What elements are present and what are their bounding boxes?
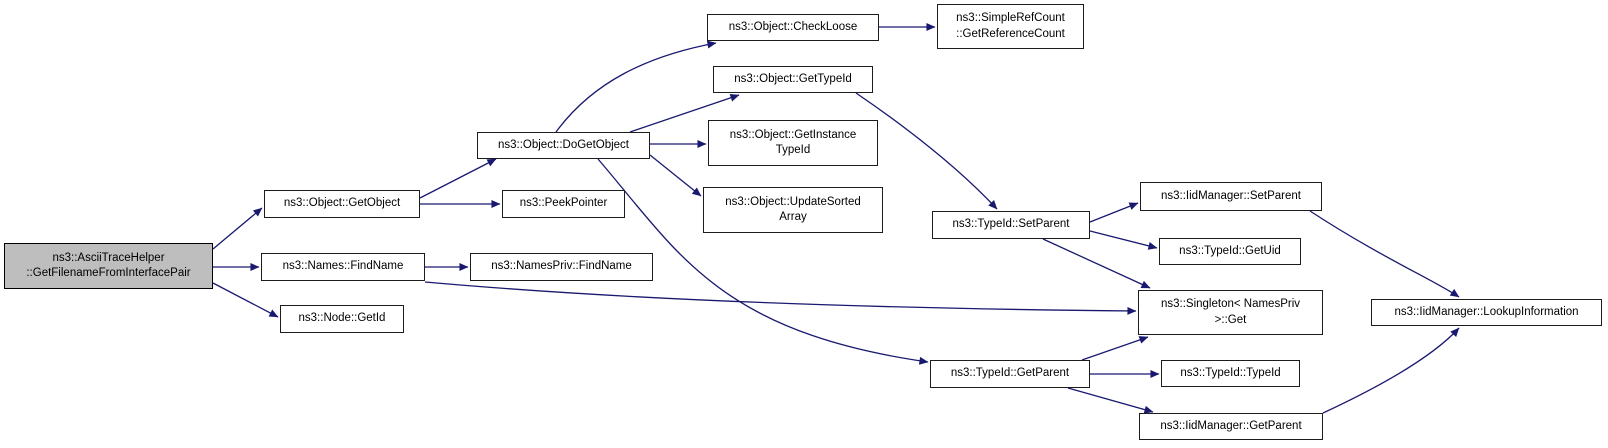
node-label: ns3::AsciiTraceHelper	[52, 251, 165, 264]
node-label: ns3::Object::UpdateSorted	[725, 195, 861, 208]
node-type-id-type-id[interactable]: ns3::TypeId::TypeId	[1161, 360, 1300, 387]
edge-object-get-type-id-to-type-id-set-parent	[855, 92, 998, 210]
node-names-priv-find-name[interactable]: ns3::NamesPriv::FindName	[470, 253, 653, 281]
edge-iid-manager-get-parent-to-iid-manager-lookup-information	[1322, 327, 1460, 414]
node-get-filename-from-interface-pair: ns3::AsciiTraceHelper::GetFilenameFromIn…	[4, 243, 213, 289]
edge-iid-manager-set-parent-to-iid-manager-lookup-information	[1309, 210, 1460, 298]
edge-object-do-get-object-to-object-get-type-id	[629, 93, 740, 133]
node-label: ns3::Object::DoGetObject	[497, 138, 630, 151]
node-type-id-get-uid[interactable]: ns3::TypeId::GetUid	[1159, 238, 1301, 265]
edge-type-id-set-parent-to-singleton-names-priv-get	[1042, 238, 1151, 289]
node-type-id-get-parent[interactable]: ns3::TypeId::GetParent	[930, 360, 1090, 388]
edge-type-id-get-parent-to-iid-manager-get-parent	[1067, 387, 1154, 414]
node-label: ns3::IidManager::LookupInformation	[1394, 305, 1579, 318]
node-label: ns3::NamesPriv::FindName	[491, 260, 632, 273]
node-object-check-loose[interactable]: ns3::Object::CheckLoose	[707, 14, 879, 41]
node-label: ns3::IidManager::SetParent	[1161, 189, 1301, 202]
node-object-get-type-id[interactable]: ns3::Object::GetTypeId	[713, 66, 873, 93]
node-label: >::Get	[1214, 313, 1247, 326]
edge-object-do-get-object-to-type-id-get-parent	[597, 158, 929, 365]
edge-names-find-name-to-singleton-names-priv-get	[424, 281, 1137, 315]
node-peek-pointer[interactable]: ns3::PeekPointer	[502, 190, 625, 218]
node-type-id-set-parent[interactable]: ns3::TypeId::SetParent	[932, 211, 1090, 239]
node-iid-manager-set-parent[interactable]: ns3::IidManager::SetParent	[1140, 182, 1322, 211]
node-label: ns3::Object::GetInstance	[729, 128, 857, 141]
edge-type-id-set-parent-to-iid-manager-set-parent	[1089, 202, 1139, 223]
node-label: Array	[779, 211, 807, 223]
node-label: ns3::Object::CheckLoose	[728, 20, 858, 33]
node-label: ns3::Object::GetTypeId	[734, 72, 852, 85]
edge-get-filename-from-interface-pair-to-node-get-id	[212, 282, 279, 318]
edge-type-id-get-parent-to-singleton-names-priv-get	[1081, 336, 1149, 361]
node-iid-manager-lookup-information[interactable]: ns3::IidManager::LookupInformation	[1371, 299, 1602, 326]
node-label: ns3::Node::GetId	[298, 312, 386, 325]
node-label: ns3::Object::GetObject	[283, 197, 401, 210]
node-label: ns3::IidManager::GetParent	[1160, 419, 1302, 432]
node-label: TypeId	[775, 144, 811, 156]
node-singleton-names-priv-get[interactable]: ns3::Singleton< NamesPriv>::Get	[1138, 290, 1323, 335]
node-label: ::GetReferenceCount	[956, 27, 1065, 40]
node-object-get-object[interactable]: ns3::Object::GetObject	[264, 190, 420, 218]
node-simple-ref-count-get-reference-count[interactable]: ns3::SimpleRefCount::GetReferenceCount	[937, 4, 1084, 49]
node-label: ns3::TypeId::TypeId	[1180, 366, 1281, 379]
edge-object-do-get-object-to-object-update-sorted-array	[649, 154, 702, 197]
node-names-find-name[interactable]: ns3::Names::FindName	[261, 253, 425, 281]
node-label: ns3::Names::FindName	[282, 260, 404, 273]
edge-object-get-object-to-object-do-get-object	[419, 158, 497, 199]
node-label: ::GetFilenameFromInterfacePair	[26, 267, 191, 279]
node-iid-manager-get-parent[interactable]: ns3::IidManager::GetParent	[1139, 413, 1323, 440]
edge-get-filename-from-interface-pair-to-object-get-object	[212, 207, 263, 250]
node-label: ns3::TypeId::GetParent	[950, 367, 1070, 380]
edge-type-id-set-parent-to-type-id-get-uid	[1089, 230, 1158, 250]
node-label: ns3::Singleton< NamesPriv	[1160, 298, 1301, 311]
node-label: ns3::PeekPointer	[519, 197, 608, 210]
node-label: ns3::SimpleRefCount	[956, 12, 1065, 25]
node-label: ns3::TypeId::SetParent	[952, 218, 1070, 231]
edge-object-do-get-object-to-object-check-loose	[555, 40, 717, 133]
node-node-get-id[interactable]: ns3::Node::GetId	[280, 305, 404, 333]
node-object-do-get-object[interactable]: ns3::Object::DoGetObject	[477, 132, 650, 159]
node-label: ns3::TypeId::GetUid	[1179, 244, 1281, 257]
